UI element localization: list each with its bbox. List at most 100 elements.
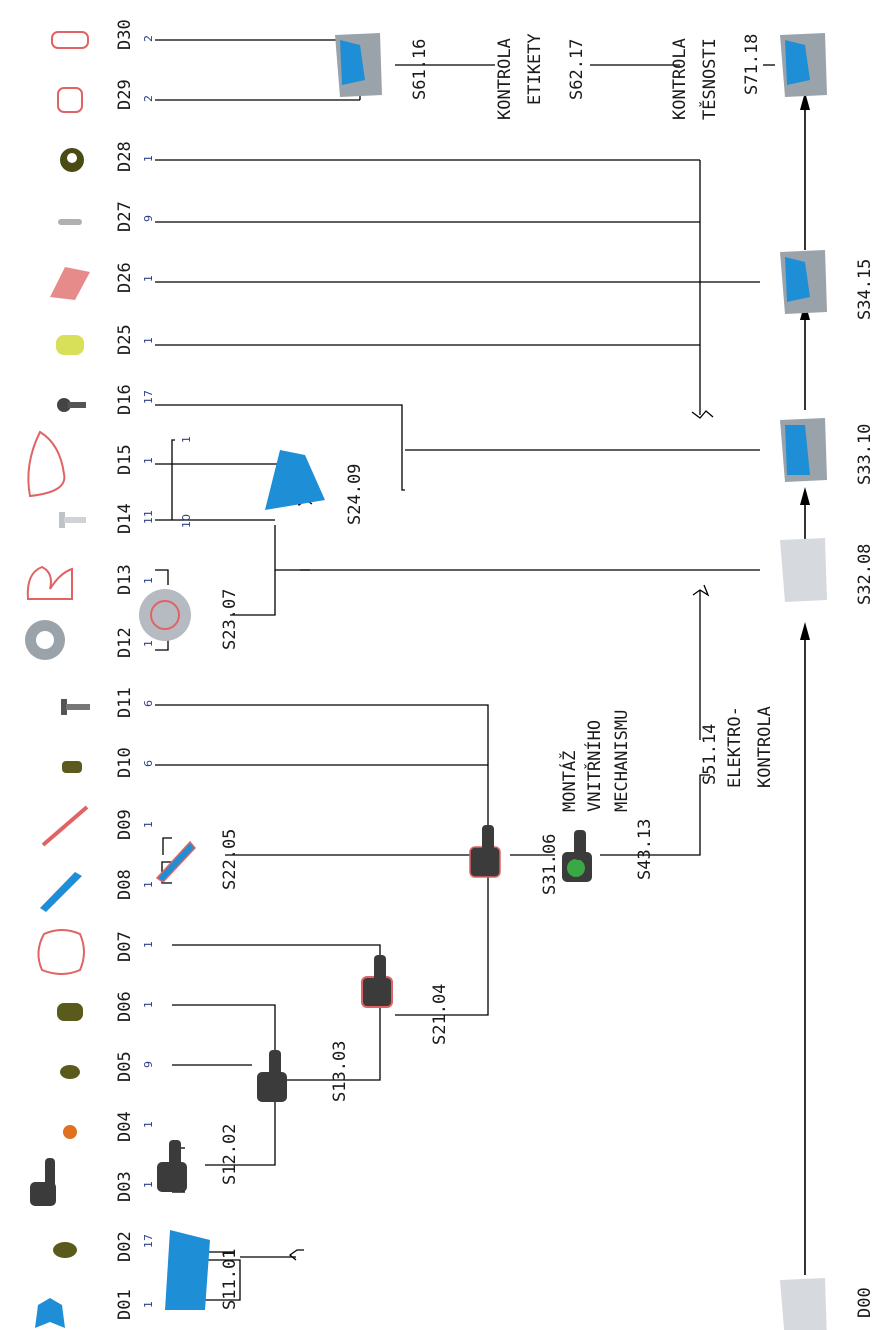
assembly-s2104-icon <box>362 955 392 1007</box>
part-quantity: 1 <box>142 275 155 282</box>
station-label: S43.13 <box>635 819 655 880</box>
red-gasket-icon <box>38 930 84 974</box>
quantity-labels: 1 17 1 1 9 1 1 1 1 6 6 1 1 11 1 17 1 1 9… <box>142 35 193 1308</box>
assembly-s7118-icon <box>780 33 827 97</box>
part-code: D10 <box>115 747 135 778</box>
base-part-icon <box>780 1278 827 1330</box>
note-elektro-line2: KONTROLA <box>755 706 775 788</box>
part-quantity: 9 <box>142 215 155 222</box>
part-quantity: 1 <box>142 457 155 464</box>
extra-quantity: 1 <box>180 436 193 443</box>
assembly-s4313-icon <box>562 830 592 882</box>
assembly-s1101-icon <box>165 1230 210 1310</box>
part-code: D27 <box>115 201 135 232</box>
part-code: D26 <box>115 262 135 293</box>
olive-cylinder-icon <box>57 1003 83 1021</box>
part-quantity: 1 <box>142 577 155 584</box>
orange-bushing-icon <box>63 1125 77 1139</box>
part-quantity: 1 <box>142 640 155 647</box>
station-label: S34.15 <box>855 259 875 320</box>
part-code: D28 <box>115 141 135 172</box>
note-elektro-line1: ELEKTRO- <box>725 706 745 788</box>
note-montaz-line1: MONTÁŽ <box>558 751 580 812</box>
station-label: S24.09 <box>345 464 365 525</box>
blue-housing-icon <box>35 1298 65 1328</box>
part-quantity: 6 <box>142 700 155 707</box>
assembly-s6116-icon <box>335 33 382 97</box>
blue-clip-icon <box>40 872 82 912</box>
part-code: D01 <box>115 1289 135 1320</box>
extra-quantity: 10 <box>180 514 193 528</box>
note-tesnosti-line2: TĚSNOSTI <box>698 38 720 120</box>
part-quantity: 9 <box>142 1061 155 1068</box>
part-code: D03 <box>115 1171 135 1202</box>
part-code: D09 <box>115 809 135 840</box>
gray-screw-icon <box>59 512 86 528</box>
part-quantity: 2 <box>142 95 155 102</box>
assembly-s2307-icon <box>139 589 191 641</box>
note-etikety-line2: ETIKETY <box>525 33 545 105</box>
assembly-s3208-icon <box>780 538 827 602</box>
dark-screw-icon <box>57 398 86 412</box>
part-quantity: 1 <box>142 155 155 162</box>
part-quantity: 17 <box>142 1234 155 1248</box>
gray-pin-icon <box>58 219 82 225</box>
station-label: S61.16 <box>410 39 430 100</box>
red-seal-icon <box>28 567 72 599</box>
part-quantity: 17 <box>142 390 155 404</box>
part-code: D02 <box>115 1231 135 1262</box>
assembly-s2409-icon <box>265 450 325 510</box>
yellow-spring-icon <box>56 335 84 355</box>
part-code: D29 <box>115 79 135 110</box>
part-code: D16 <box>115 384 135 415</box>
red-seal-icon <box>28 432 64 496</box>
part-code: D15 <box>115 444 135 475</box>
part-icons <box>25 32 90 1328</box>
base-part-code: D00 <box>855 1287 875 1318</box>
note-montaz-line2: VNITŘNÍHO <box>583 720 605 812</box>
red-bracket-icon <box>50 267 90 300</box>
part-quantity: 1 <box>142 941 155 948</box>
part-quantity: 1 <box>142 337 155 344</box>
part-quantity: 1 <box>142 821 155 828</box>
station-labels: S11.01 S12.02 S13.03 S21.04 S22.05 S31.0… <box>220 34 875 1310</box>
station-label: S23.07 <box>220 589 240 650</box>
station-label: S33.10 <box>855 424 875 485</box>
note-etikety-line1: KONTROLA <box>495 38 515 120</box>
part-quantity: 11 <box>142 510 155 524</box>
station-label: S62.17 <box>567 39 587 100</box>
part-code: D12 <box>115 627 135 658</box>
part-code: D06 <box>115 991 135 1022</box>
part-quantity: 1 <box>142 1001 155 1008</box>
part-code: D13 <box>115 564 135 595</box>
operation-notes: MONTÁŽ VNITŘNÍHO MECHANISMU ELEKTRO- KON… <box>495 33 775 812</box>
assembly-s3106-icon <box>470 825 500 877</box>
gray-flange-icon <box>25 620 65 660</box>
part-code: D08 <box>115 869 135 900</box>
gray-screw-icon <box>61 699 90 715</box>
part-code: D04 <box>115 1111 135 1142</box>
olive-ring-icon <box>53 1242 77 1258</box>
note-tesnosti-line1: KONTROLA <box>670 38 690 120</box>
part-code: D07 <box>115 931 135 962</box>
part-quantity: 2 <box>142 35 155 42</box>
assembly-s1303-icon <box>257 1050 287 1102</box>
assembly-icons <box>139 33 827 1330</box>
station-label: S51.14 <box>700 724 720 785</box>
station-label: S31.06 <box>540 834 560 895</box>
part-code: D05 <box>115 1051 135 1082</box>
dark-handle-icon <box>30 1158 56 1206</box>
red-oring-icon <box>52 32 88 48</box>
olive-cylinder-icon <box>60 1065 80 1079</box>
part-quantity: 1 <box>142 1121 155 1128</box>
station-label: S32.08 <box>855 544 875 605</box>
olive-clip-icon <box>60 148 84 172</box>
assembly-s3415-icon <box>780 250 827 314</box>
red-strip-icon <box>43 807 87 845</box>
station-label: S12.02 <box>220 1124 240 1185</box>
part-code: D30 <box>115 19 135 50</box>
assembly-s3310-icon <box>780 418 827 482</box>
station-label: S21.04 <box>430 984 450 1045</box>
station-label: S13.03 <box>330 1041 350 1102</box>
part-quantity: 6 <box>142 760 155 767</box>
